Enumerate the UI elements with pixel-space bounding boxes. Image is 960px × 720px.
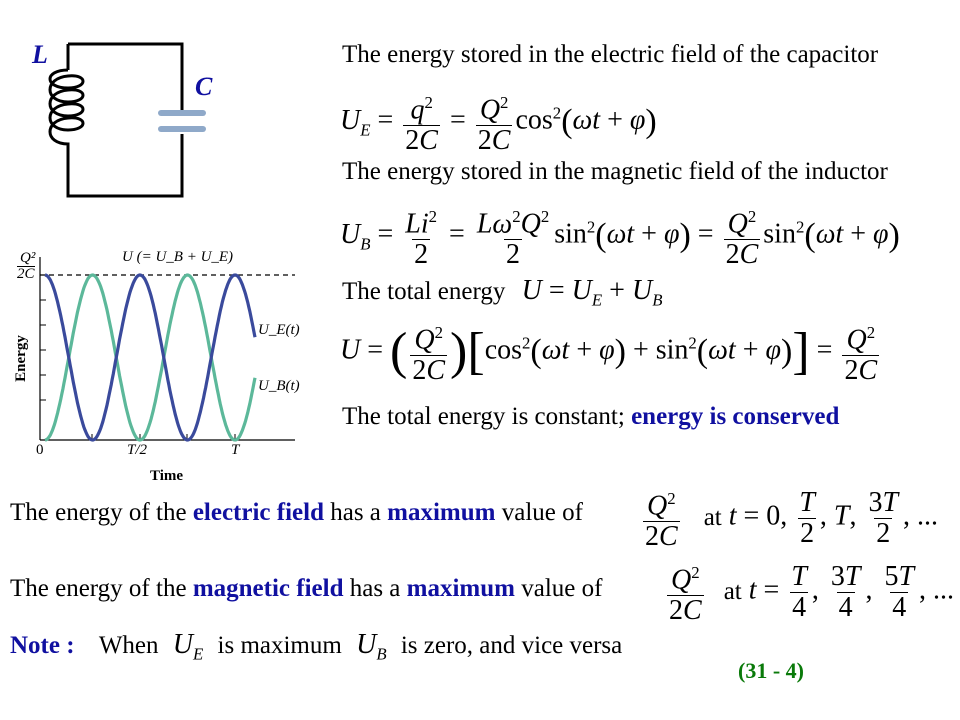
magnetic-intro-text: The energy stored in the magnetic field … — [342, 158, 888, 185]
note-text-3: is zero, and vice versa — [400, 632, 623, 659]
graph-x-axis-label: Time — [150, 468, 184, 484]
mfield-text-5: value of — [514, 575, 603, 602]
note-line: Note : When UE is maximum UB is zero, an… — [10, 629, 623, 664]
graph-y-axis-label: Energy — [12, 335, 29, 382]
capacitor-plate-bottom — [158, 126, 206, 132]
graph-max-denominator: 2C — [17, 266, 35, 282]
capacitor-plate-top — [158, 110, 206, 116]
graph-curve-b-label: U_B(t) — [258, 378, 300, 394]
mfield-text-1: The energy of the — [10, 575, 193, 602]
mfield-max-line: The energy of the magnetic field has a m… — [10, 574, 602, 604]
mfield-text-2: magnetic field — [192, 575, 344, 602]
slide-number: (31 - 4) — [738, 658, 804, 683]
efield-text-1: The energy of the — [10, 499, 193, 526]
circuit-wire-bottom — [66, 134, 184, 198]
efield-text-4: maximum — [387, 499, 496, 526]
graph-top-label: U (= U_B + U_E) — [122, 249, 234, 265]
inductor-label: L — [32, 40, 48, 69]
graph-tick-T: T — [231, 442, 240, 458]
note-text-2: is maximum — [217, 632, 342, 659]
efield-at-text: at — [703, 503, 722, 531]
graph-tick-0: 0 — [36, 442, 44, 458]
efield-text-3: has a — [323, 499, 388, 526]
efield-max-line: The energy of the electric field has a m… — [10, 498, 583, 528]
lc-circuit-diagram — [48, 42, 206, 198]
mfield-at-text: at — [723, 577, 742, 605]
conserved-bold-text: energy is conserved — [631, 403, 840, 430]
graph-curve-e-label: U_E(t) — [258, 322, 300, 338]
energy-time-graph — [39, 257, 295, 442]
capacitor-label: C — [195, 72, 213, 101]
inductor-coil — [48, 68, 85, 150]
graph-max-numerator: Q² — [20, 250, 36, 266]
electric-energy-curve — [44, 273, 257, 442]
efield-text-5: value of — [495, 499, 583, 526]
magnetic-energy-curve — [44, 273, 257, 442]
graph-tick-half: T/2 — [127, 442, 148, 458]
total-intro-line: The total energy U = UE + UB — [342, 275, 663, 310]
mfield-text-4: maximum — [406, 575, 515, 602]
electric-intro-text: The energy stored in the electric field … — [342, 41, 879, 68]
conserved-plain-text: The total energy is constant; — [342, 403, 632, 430]
note-text-1: When — [98, 632, 159, 659]
note-label: Note : — [10, 632, 75, 659]
circuit-wire-top — [68, 42, 184, 110]
conserved-line: The total energy is constant; energy is … — [342, 402, 839, 432]
efield-text-2: electric field — [192, 499, 324, 526]
mfield-text-3: has a — [343, 575, 407, 602]
total-intro-text: The total energy — [342, 278, 506, 305]
